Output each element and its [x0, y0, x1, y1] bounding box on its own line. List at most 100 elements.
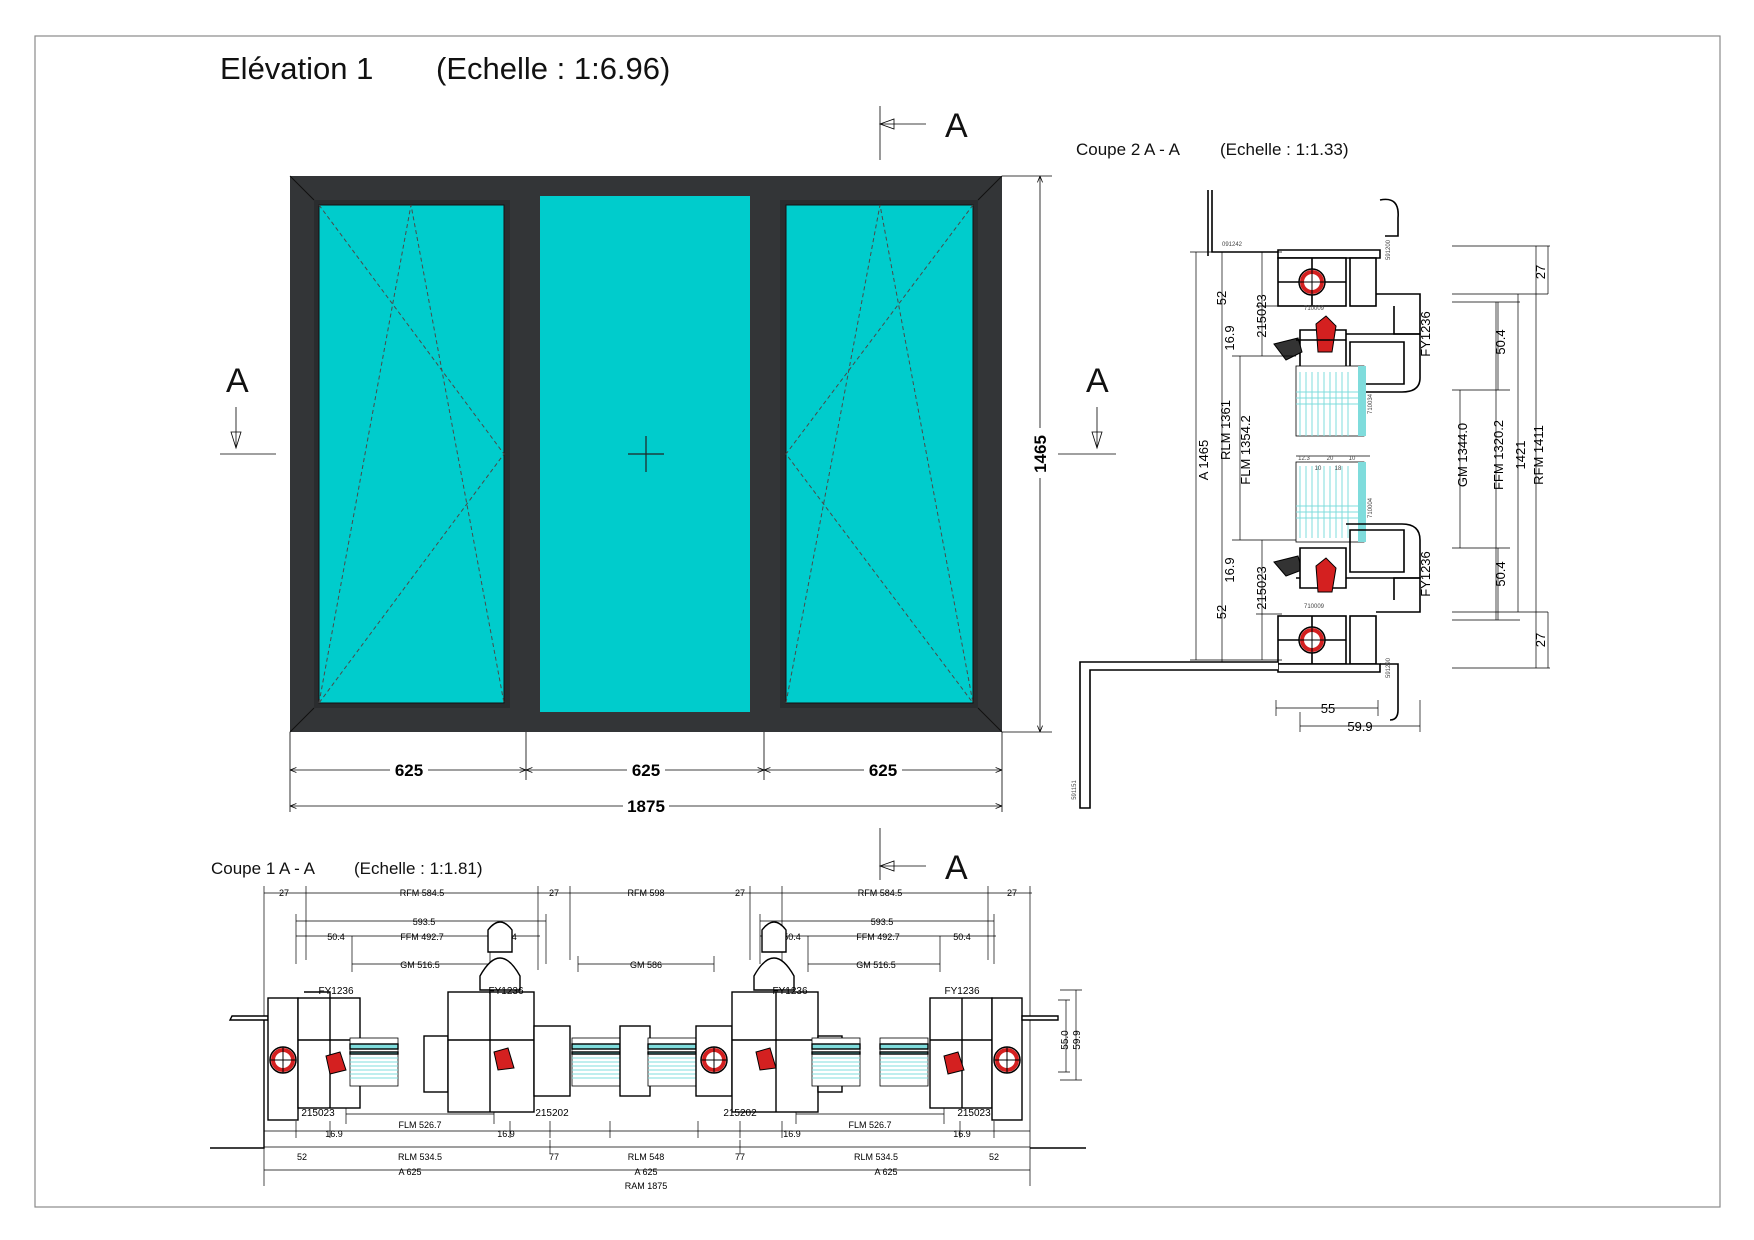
c2-code-591290: 591290 — [1386, 657, 1392, 678]
dim-width-2: 625 — [632, 761, 660, 780]
c2-code-591200: 591200 — [1386, 239, 1392, 260]
coupe1-dim-lines — [263, 886, 1082, 1186]
c2-code-591151: 591151 — [1072, 780, 1078, 800]
c2-d599: 59.9 — [1347, 719, 1372, 734]
c1-side-599: 59.9 — [1072, 1030, 1083, 1050]
c2-1421: 1421 — [1513, 441, 1528, 470]
c1-t1-5: RFM 584.5 — [858, 888, 903, 898]
c1-flm-2: 16.9 — [497, 1129, 515, 1139]
coupe2-dims-right — [1452, 245, 1550, 669]
c2-fy-bot: FY1236 — [1418, 551, 1433, 597]
window-elevation — [289, 175, 1003, 733]
c2-a1465: A 1465 — [1196, 440, 1211, 481]
mullion-right — [750, 196, 780, 712]
c2-code-710009-bot: 710009 — [1304, 604, 1325, 610]
c1-fy-2: FY1236 — [772, 986, 807, 997]
c2-d504-bot: 50.4 — [1493, 561, 1508, 586]
c1-t3-4: FFM 492.7 — [856, 932, 900, 942]
c2-ffm: FFM 1320.2 — [1491, 420, 1506, 490]
c2-d169-top: 16.9 — [1222, 325, 1237, 350]
coupe1-title: Coupe 1 A - A — [211, 859, 316, 878]
c2-gm: GM 1344.0 — [1455, 423, 1470, 487]
c2-code-710034: 710034 — [1368, 393, 1374, 414]
c1-flm-3: 16.9 — [783, 1129, 801, 1139]
elevation-title: Elévation 1 — [220, 51, 373, 86]
coupe1-scale: (Echelle : 1:1.81) — [354, 859, 483, 878]
sheet-border — [34, 35, 1721, 1208]
mullion-left — [510, 196, 540, 712]
right-glass — [785, 204, 974, 704]
dim-width-1: 625 — [395, 761, 423, 780]
c1-flm-4: FLM 526.7 — [848, 1120, 891, 1130]
c1-fy-1: FY1236 — [488, 986, 523, 997]
coupe1-section — [210, 921, 1086, 1149]
left-opening-lines — [318, 204, 505, 704]
left-glass — [318, 204, 505, 704]
c2-rfm: RFM 1411 — [1531, 425, 1546, 485]
section-letter-bottom: A — [945, 849, 968, 887]
c1-t1-1: RFM 584.5 — [400, 888, 445, 898]
c1-t4-0: GM 516.5 — [400, 960, 440, 970]
c1-a-2: A 625 — [874, 1167, 897, 1177]
c2-d504-top: 50.4 — [1493, 329, 1508, 354]
c1-t1-4: 27 — [735, 888, 745, 898]
c2-code-710004: 710004 — [1368, 497, 1374, 518]
c1-t2-0: 593.5 — [413, 917, 436, 927]
c2-code-20: 20 — [1327, 456, 1334, 462]
center-fixed-cross — [628, 436, 664, 472]
c1-ram: RAM 1875 — [625, 1181, 668, 1191]
c2-rlm: RLM 1361 — [1218, 400, 1233, 460]
c2-code-18: 18 — [1335, 466, 1342, 472]
c1-rlm-0: 52 — [297, 1152, 307, 1162]
c1-rlm-3: RLM 548 — [628, 1152, 665, 1162]
c2-code-10a: 10 — [1315, 466, 1322, 472]
section-letter-right: A — [1086, 362, 1109, 400]
section-letter-left: A — [226, 362, 249, 400]
c2-p215023-bot: 215023 — [1254, 566, 1269, 609]
c1-t4-1: GM 586 — [630, 960, 662, 970]
c1-t4-2: GM 516.5 — [856, 960, 896, 970]
c1-t3-5: 50.4 — [953, 932, 971, 942]
right-opening-lines — [785, 204, 974, 704]
coupe2-dims-bottom — [1275, 700, 1421, 732]
c1-a-1: A 625 — [634, 1167, 657, 1177]
coupe2-title: Coupe 2 A - A — [1076, 140, 1181, 159]
c1-prof-3: 215023 — [957, 1108, 991, 1119]
coupe2-scale: (Echelle : 1:1.33) — [1220, 140, 1349, 159]
c1-t1-2: 27 — [549, 888, 559, 898]
coupe2-section — [1079, 190, 1421, 809]
c1-t1-0: 27 — [279, 888, 289, 898]
c1-prof-2: 215202 — [723, 1108, 757, 1119]
c1-a-0: A 625 — [398, 1167, 421, 1177]
elevation-scale: (Echelle : 1:6.96) — [436, 51, 670, 86]
c1-side-550: 55.0 — [1060, 1030, 1071, 1050]
c1-rlm-4: 77 — [735, 1152, 745, 1162]
section-marker-top: A — [878, 106, 968, 160]
c1-t2-1: 593.5 — [871, 917, 894, 927]
coupe2-dims-left — [1190, 251, 1296, 662]
c2-code-710009-top: 710009 — [1304, 306, 1325, 312]
c1-t3-1: FFM 492.7 — [400, 932, 444, 942]
c2-flm: FLM 1354.2 — [1238, 415, 1253, 484]
c1-t1-6: 27 — [1007, 888, 1017, 898]
c2-d55: 55 — [1321, 701, 1335, 716]
c2-d52-top: 52 — [1214, 291, 1229, 305]
c2-p215023-top: 215023 — [1254, 294, 1269, 337]
c2-code-091242: 091242 — [1222, 242, 1243, 248]
c1-rlm-6: 52 — [989, 1152, 999, 1162]
c1-fy-3: FY1236 — [944, 986, 979, 997]
c1-t1-3: RFM 598 — [627, 888, 664, 898]
coupe1-top-row1: 27 RFM 584.5 27 RFM 598 27 RFM 584.5 27 — [279, 888, 1017, 898]
c1-prof-1: 215202 — [535, 1108, 569, 1119]
dim-total-width: 1875 — [627, 797, 665, 816]
c2-d27-top: 27 — [1533, 265, 1548, 279]
c1-flm-0: 16.9 — [325, 1129, 343, 1139]
c2-code-123: 12.3 — [1298, 456, 1310, 462]
c2-d27-bot: 27 — [1533, 633, 1548, 647]
c2-d169-bot: 16.9 — [1222, 557, 1237, 582]
section-letter-top: A — [945, 107, 968, 145]
c1-rlm-2: 77 — [549, 1152, 559, 1162]
c1-flm-1: FLM 526.7 — [398, 1120, 441, 1130]
c1-rlm-1: RLM 534.5 — [398, 1152, 442, 1162]
